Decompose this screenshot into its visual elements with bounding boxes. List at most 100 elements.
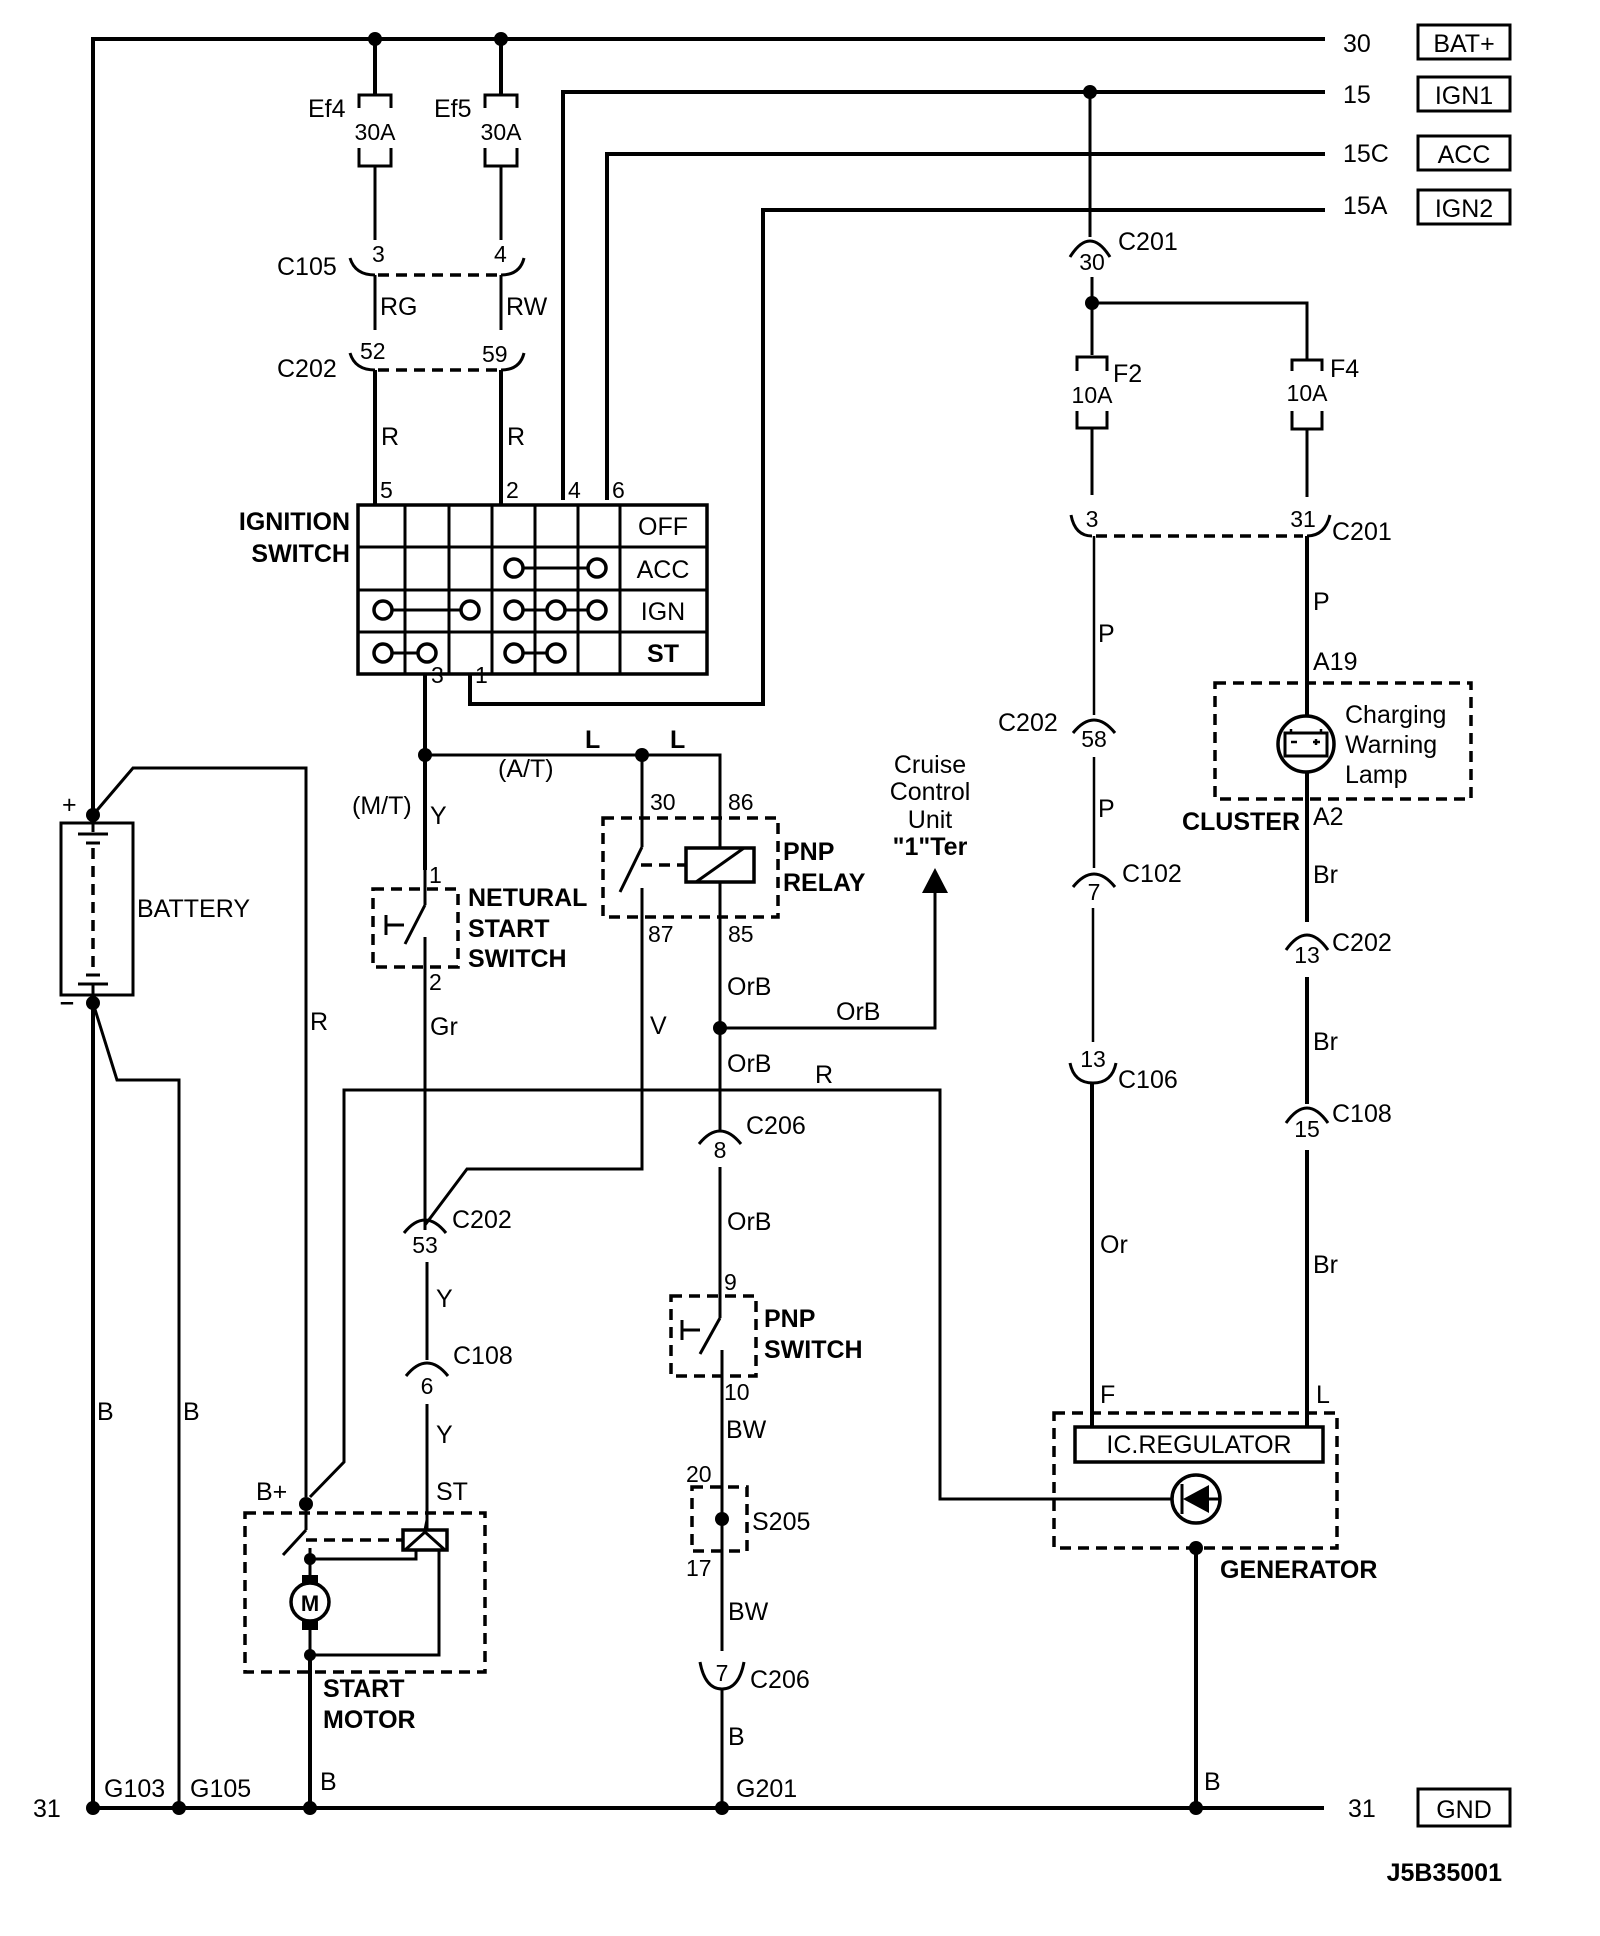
neutral-start-switch: 1 2 NETURAL START SWITCH Gr — [371, 862, 587, 1230]
gnd-terminal-left: 31 — [33, 1795, 61, 1823]
nss-pin-2: 2 — [429, 969, 442, 995]
wire-color-br2: Br — [1313, 1028, 1338, 1056]
c108-15-label: C108 — [1332, 1100, 1392, 1128]
ground-g103: G103 — [104, 1775, 165, 1803]
motor-icon: M — [301, 1591, 319, 1616]
pnp-relay: 30 86 87 85 PNP RELAY V OrB OrB — [423, 755, 866, 1226]
c105-pin-4: 4 — [494, 241, 507, 267]
cluster-label: CLUSTER — [1182, 808, 1300, 836]
ign-pos-acc: ACC — [637, 556, 690, 584]
c206-pin-8: 8 — [714, 1137, 727, 1163]
fuse-f4-id: F4 — [1330, 355, 1359, 383]
ign-pin-1: 1 — [475, 662, 488, 688]
wire-color-r-bat: R — [310, 1008, 328, 1036]
pnp-switch-label-2: SWITCH — [764, 1336, 863, 1364]
c102-pin-7: 7 — [1088, 879, 1101, 905]
battery-label: BATTERY — [137, 895, 250, 923]
s205-pin-17: 17 — [686, 1555, 712, 1581]
cruise-control-feed: OrB Cruise Control Unit "1"Ter — [713, 751, 970, 1035]
wire-color-r1: R — [381, 423, 399, 451]
fuse-ef5-rating: 30A — [481, 119, 523, 145]
c206-7-label: C206 — [750, 1666, 810, 1694]
c202-pin-53: 53 — [412, 1232, 438, 1258]
connector-c105: 3 4 C105 RG RW — [277, 241, 548, 330]
c202-top-label: C202 — [277, 355, 337, 383]
fuse-f2-rating: 10A — [1072, 382, 1114, 408]
cruise-label-1: Cruise — [894, 751, 966, 779]
cluster-pin-a19: A19 — [1313, 648, 1357, 676]
start-motor-label-1: START — [323, 1675, 404, 1703]
c201-mid-label: C201 — [1332, 518, 1392, 546]
c201-pin-30: 30 — [1079, 249, 1105, 275]
ign-pin-2: 2 — [506, 477, 519, 503]
c108-6-label: C108 — [453, 1342, 513, 1370]
wire-color-orb3: OrB — [836, 998, 880, 1026]
wire-color-b1: B — [97, 1398, 114, 1426]
field-wire-path: P 58 C202 P 7 C102 13 C106 Or F — [998, 536, 1182, 1427]
ign-label-2: SWITCH — [251, 540, 350, 568]
bus-box-ign2 — [1416, 188, 1512, 226]
ignition-switch: OFF ACC IGN ST IGNITION SWITCH 5 2 4 6 3… — [239, 477, 709, 688]
c202-pin-13: 13 — [1294, 942, 1320, 968]
wire-color-rw: RW — [506, 293, 548, 321]
bus-name-ign2: IGN2 — [1435, 195, 1493, 223]
c201-pin-31: 31 — [1290, 506, 1316, 532]
nss-label-3: SWITCH — [468, 945, 567, 973]
s205-label: S205 — [752, 1508, 810, 1536]
wire-color-p1: P — [1098, 620, 1115, 648]
ign-pin-3: 3 — [431, 662, 444, 688]
s205-pin-20: 20 — [686, 1461, 712, 1487]
wire-color-p3: P — [1313, 588, 1330, 616]
pnp-switch-pin-9: 9 — [724, 1269, 737, 1295]
c102-label: C102 — [1122, 860, 1182, 888]
gen-pin-l: L — [1316, 1381, 1330, 1409]
bus-name-bat: BAT+ — [1433, 30, 1494, 58]
relay-label-1: PNP — [783, 838, 834, 866]
c201-pin-3: 3 — [1086, 506, 1099, 532]
ign-pos-st: ST — [647, 640, 679, 668]
cruise-label-2: Control — [890, 778, 971, 806]
battery-r-wires: R R — [91, 766, 1171, 1501]
c202-pin-52: 52 — [360, 338, 386, 364]
lamp-label-1: Charging — [1345, 701, 1446, 729]
bus-30-bat: 30 BAT+ — [91, 23, 1512, 1808]
c105-label: C105 — [277, 253, 337, 281]
lamp-label-3: Lamp — [1345, 761, 1408, 789]
bus-box-acc — [1416, 134, 1512, 172]
bus-box-bat — [1416, 23, 1512, 61]
relay-pin-85: 85 — [728, 921, 754, 947]
nss-label-2: START — [468, 915, 549, 943]
wire-color-b-gnd: B — [728, 1723, 745, 1751]
ign1-fuse-feed: 30 C201 — [1068, 92, 1309, 360]
start-signal-path: 53 C202 Y 6 C108 Y — [402, 1206, 513, 1530]
wire-color-bw2: BW — [728, 1598, 769, 1626]
ic-regulator-label: IC.REGULATOR — [1106, 1431, 1291, 1459]
wire-color-y-mt: Y — [430, 802, 447, 830]
wire-color-gr: Gr — [430, 1013, 458, 1041]
figure-id: J5B35001 — [1387, 1859, 1502, 1887]
ign-pin-6: 6 — [612, 477, 625, 503]
gen-pin-f: F — [1100, 1381, 1115, 1409]
c108-pin-6: 6 — [421, 1373, 434, 1399]
bus-terminal-15c: 15C — [1343, 140, 1389, 168]
bus-box-ign1 — [1416, 75, 1512, 113]
ign-pin-4: 4 — [568, 477, 581, 503]
connector-c201-mid: 3 31 C201 — [1069, 506, 1392, 546]
bus-name-acc: ACC — [1438, 141, 1491, 169]
bus-15c-acc: 15C ACC — [605, 134, 1512, 500]
start-motor-st: ST — [436, 1478, 468, 1506]
c202-53-label: C202 — [452, 1206, 512, 1234]
arrow-up-icon — [922, 868, 948, 893]
gnd-terminal-right: 31 — [1348, 1795, 1376, 1823]
fuse-f2: 10A F2 — [1072, 355, 1142, 495]
label-mt: (M/T) — [352, 792, 412, 820]
ground-g105: G105 — [190, 1775, 251, 1803]
splice-s205 — [690, 1485, 749, 1553]
ign-pin-5: 5 — [380, 477, 393, 503]
start-motor-bplus: B+ — [256, 1478, 287, 1506]
c206-8-label: C206 — [746, 1112, 806, 1140]
cruise-label-4: "1"Ter — [893, 833, 968, 861]
c105-pin-3: 3 — [372, 241, 385, 267]
c201-top-label: C201 — [1118, 228, 1178, 256]
wire-color-y1: Y — [436, 1285, 453, 1313]
